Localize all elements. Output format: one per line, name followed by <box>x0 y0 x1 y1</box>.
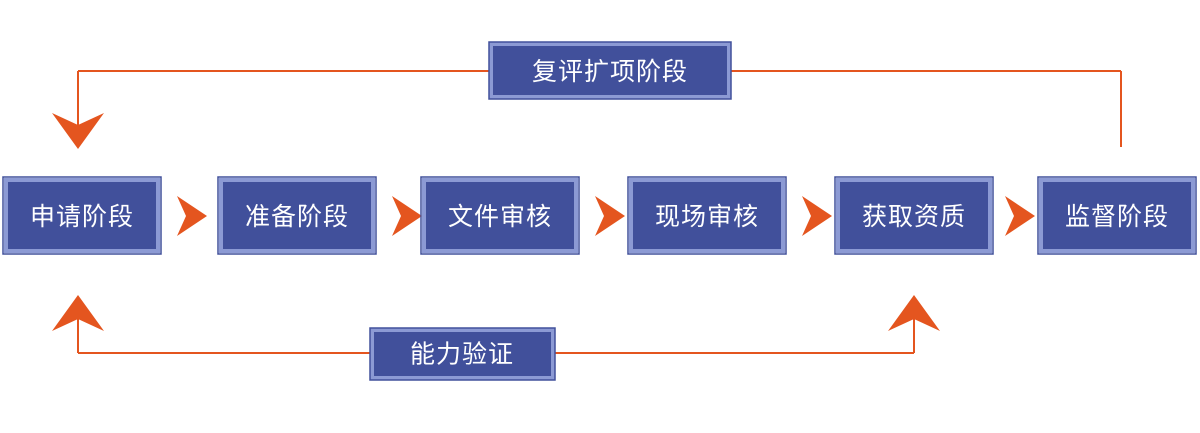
node-stage-3-label: 文件审核 <box>448 202 552 231</box>
node-stage-2[interactable]: 准备阶段 <box>217 176 377 255</box>
node-stage-1-inner-fill <box>4 178 160 253</box>
node-stage-5[interactable]: 获取资质 <box>834 176 994 255</box>
node-bottom-feedback-outline <box>369 327 556 381</box>
bottom-feedback-connector <box>52 295 940 354</box>
node-stage-4-inner-fill <box>629 178 785 253</box>
node-stage-5-label: 获取资质 <box>862 202 966 231</box>
node-stage-3[interactable]: 文件审核 <box>420 176 580 255</box>
up-arrowhead-icon-right <box>888 295 940 331</box>
up-arrowhead-icon-left <box>52 295 104 331</box>
node-top-feedback[interactable]: 复评扩项阶段 <box>488 41 732 100</box>
node-top-feedback-inner-fill <box>489 42 731 99</box>
node-top-feedback-label: 复评扩项阶段 <box>532 57 688 86</box>
node-stage-6-inner-fill <box>1039 178 1195 253</box>
down-arrowhead-icon <box>52 113 104 149</box>
node-stage-5-inner-fill <box>836 178 992 253</box>
chevron-right-icon-3 <box>595 196 625 236</box>
node-stage-2-label: 准备阶段 <box>245 202 349 231</box>
node-stage-4[interactable]: 现场审核 <box>627 176 787 255</box>
node-bottom-feedback[interactable]: 能力验证 <box>369 327 556 381</box>
node-stage-4-outline <box>627 176 787 255</box>
node-stage-6-outline <box>1037 176 1197 255</box>
node-stage-6-label: 监督阶段 <box>1065 202 1169 231</box>
node-stage-2-outline <box>217 176 377 255</box>
node-stage-2-inner-fill <box>219 178 375 253</box>
chevron-right-icon-2 <box>392 196 422 236</box>
node-top-feedback-outline <box>488 41 732 100</box>
node-stage-4-label: 现场审核 <box>655 202 759 231</box>
node-stage-6[interactable]: 监督阶段 <box>1037 176 1197 255</box>
node-bottom-feedback-inner-fill <box>370 328 555 380</box>
chevron-right-icon-5 <box>1005 196 1035 236</box>
chevron-right-icon-1 <box>177 196 207 236</box>
node-stage-1-outline <box>2 176 162 255</box>
top-feedback-connector <box>52 70 1122 149</box>
chevron-right-icon-4 <box>802 196 832 236</box>
node-stage-1[interactable]: 申请阶段 <box>2 176 162 255</box>
node-stage-3-outline <box>420 176 580 255</box>
node-stage-1-label: 申请阶段 <box>30 202 134 231</box>
node-stage-5-outline <box>834 176 994 255</box>
node-stage-3-inner-fill <box>422 178 578 253</box>
node-bottom-feedback-label: 能力验证 <box>410 340 514 369</box>
